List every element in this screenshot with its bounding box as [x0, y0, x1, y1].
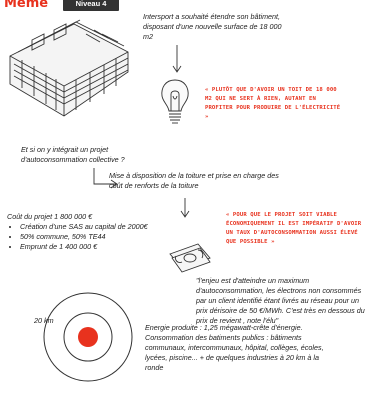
- arrow-down-icon: [180, 198, 190, 218]
- arrow-down-icon: [172, 45, 182, 73]
- cost-list: Création d'une SAS au capital de 2000€ 5…: [7, 222, 155, 252]
- arrow-right-icon: [93, 168, 118, 189]
- cost-item: Emprunt de 1 400 000 €: [20, 242, 155, 252]
- cost-item: Création d'une SAS au capital de 2000€: [20, 222, 155, 232]
- stake-note: "l'enjeu est d'atteindre un maximum d'au…: [196, 276, 365, 325]
- question-note: Et si on y intégrait un projet d'autocon…: [21, 145, 125, 164]
- level-badge: Niveau 4: [63, 0, 119, 11]
- radius-label: 20 km: [34, 316, 54, 325]
- cost-item: 50% commune, 50% TE44: [20, 232, 155, 242]
- quote-roof: « PLUTÔT QUE D'AVOIR UN TOIT DE 18 000 M…: [205, 87, 341, 120]
- intersport-note: Intersport a souhaité étendre son bâtime…: [143, 12, 282, 41]
- money-bills-icon: [169, 243, 211, 273]
- building-sketch-icon: [9, 19, 129, 117]
- roof-provision-note: Mise à disposition de la toiture et pris…: [109, 171, 279, 190]
- quote-viable: « POUR QUE LE PROJET SOIT VIABLE ÉCONOMI…: [226, 212, 362, 245]
- energy-note: Energie produite : 1,25 mégawatt-crête d…: [145, 323, 324, 372]
- target-radius-icon: [43, 292, 133, 382]
- page-title: Même: [4, 0, 49, 11]
- lightbulb-icon: [161, 79, 189, 124]
- cost-title: Coût du projet 1 800 000 €: [7, 212, 93, 221]
